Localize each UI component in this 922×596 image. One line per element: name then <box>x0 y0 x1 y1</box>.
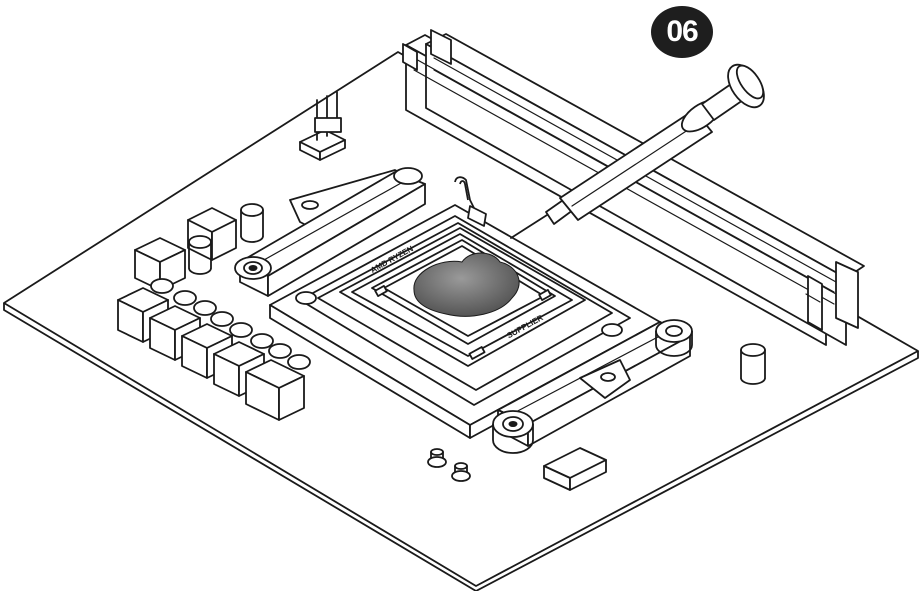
choke-block <box>187 207 237 261</box>
retention-bar-top <box>234 167 426 297</box>
thermal-paste-blob <box>413 252 520 317</box>
retention-bar-bottom <box>492 319 693 454</box>
capacitor <box>188 235 212 275</box>
capacitor-right <box>740 343 766 385</box>
step-number-badge: 06 <box>651 6 713 58</box>
standoff-pins <box>427 448 471 482</box>
step-number: 06 <box>666 15 698 48</box>
chipset-block <box>543 447 607 491</box>
fan-header <box>299 91 346 161</box>
choke-row <box>117 287 305 421</box>
choke-block <box>134 237 186 291</box>
socket-lever <box>454 176 487 227</box>
thermal-paste-syringe-icon <box>510 63 765 239</box>
capacitor <box>240 203 264 243</box>
vrm-components <box>117 203 311 421</box>
